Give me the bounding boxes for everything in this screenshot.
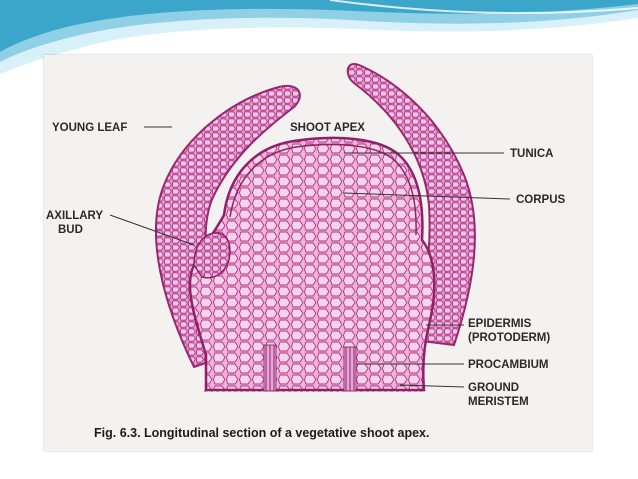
label-procambium: PROCAMBIUM [468, 359, 549, 371]
label-epidermis-2: (PROTODERM) [468, 332, 550, 344]
shoot-apex-diagram: YOUNG LEAF SHOOT APEX TUNICA CORPUS AXIL… [46, 63, 566, 440]
figure-frame: YOUNG LEAF SHOOT APEX TUNICA CORPUS AXIL… [44, 55, 592, 451]
young-leaf-right [346, 63, 476, 347]
tunica-layer [229, 143, 417, 236]
label-ground-meristem-1: GROUND [468, 382, 519, 394]
procambium-strand-left [263, 344, 277, 392]
label-ground-meristem-2: MERISTEM [468, 396, 529, 408]
label-tunica: TUNICA [510, 148, 553, 160]
procambium-strand-right [343, 346, 357, 392]
label-young-leaf: YOUNG LEAF [52, 122, 127, 134]
label-axillary-bud-2: BUD [58, 224, 83, 236]
axillary-bud [193, 232, 231, 279]
header-wave [0, 0, 638, 74]
leader-ground-meristem [399, 384, 465, 388]
label-epidermis-1: EPIDERMIS [468, 318, 532, 330]
leader-corpus [343, 192, 511, 200]
label-shoot-apex: SHOOT APEX [290, 122, 365, 134]
leader-axillary-bud [109, 214, 195, 246]
label-corpus: CORPUS [516, 194, 566, 206]
figure-caption: Fig. 6.3. Longitudinal section of a vege… [94, 426, 429, 440]
label-axillary-bud-1: AXILLARY [46, 210, 103, 222]
